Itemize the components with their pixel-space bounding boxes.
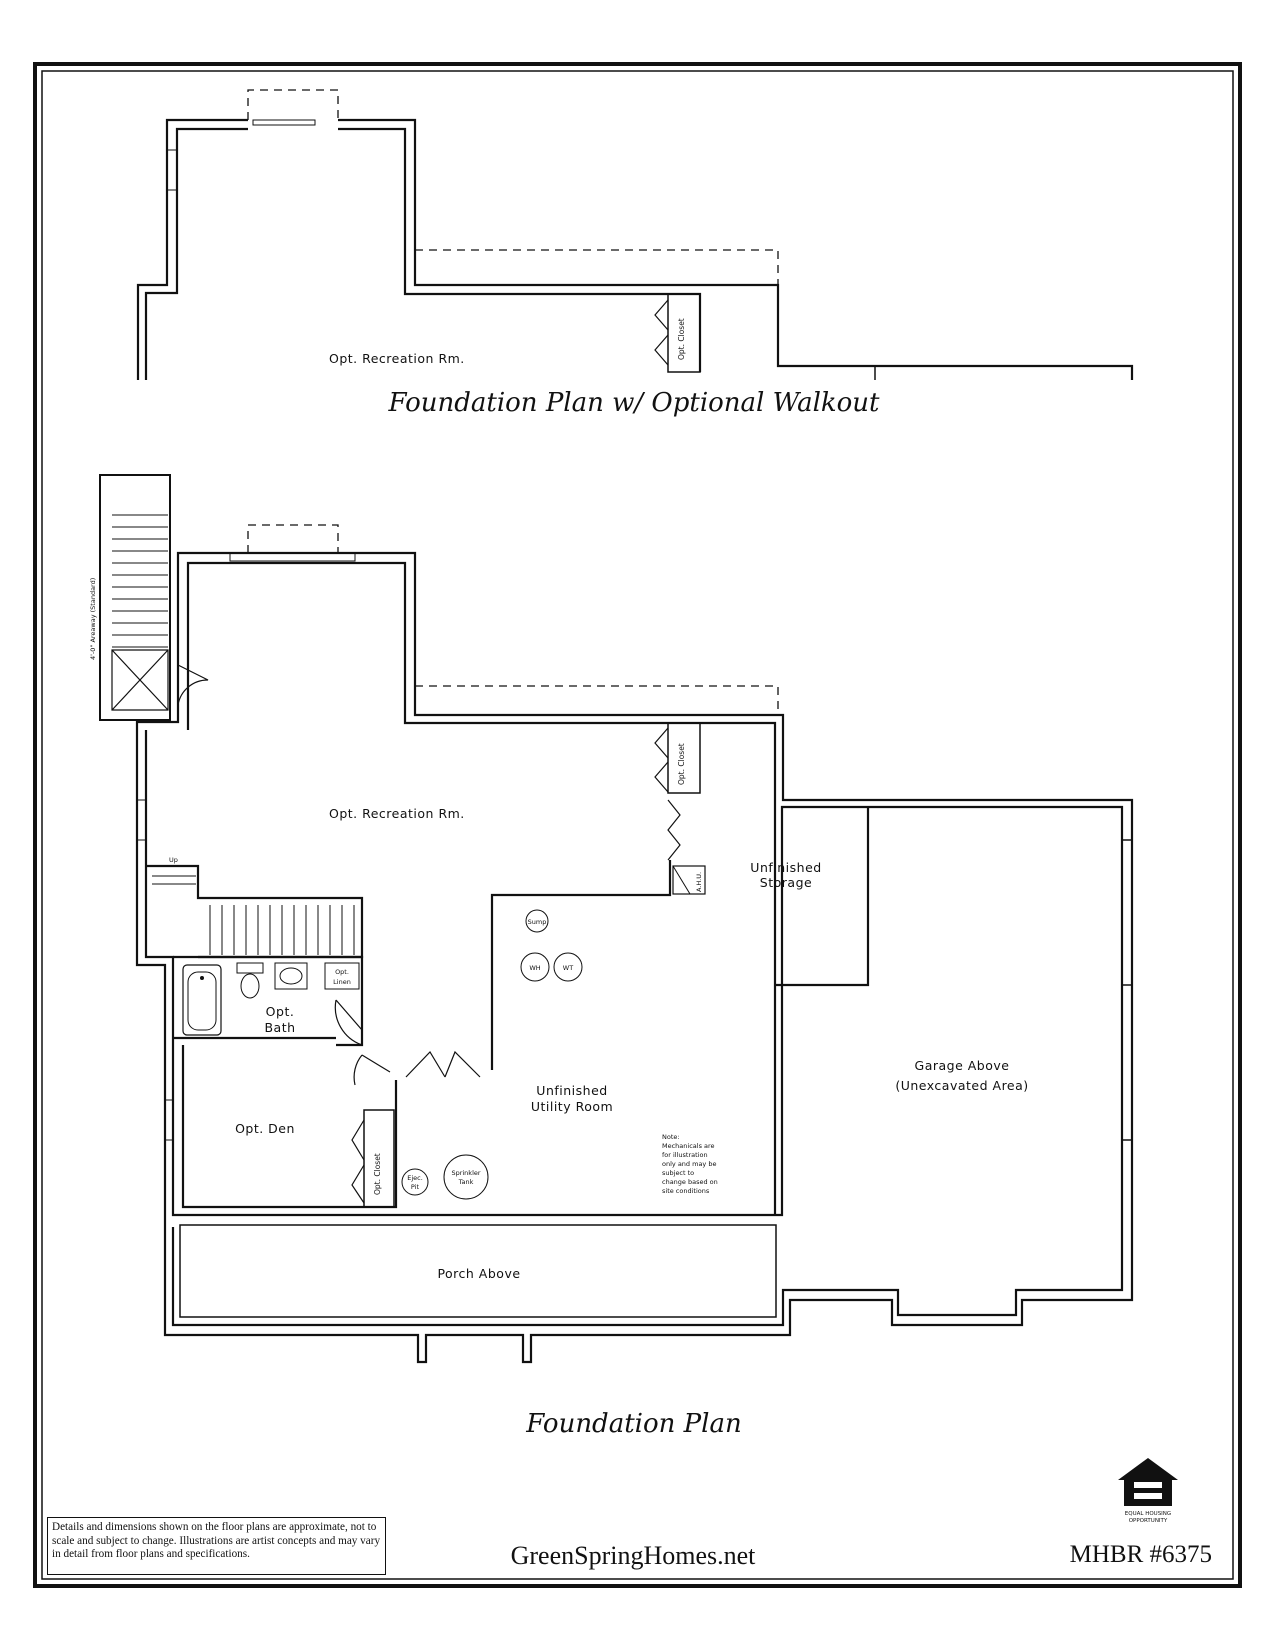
walkout-closet-doors: [654, 299, 669, 366]
linen-box: [324, 962, 360, 990]
foundation-window-top: [229, 552, 356, 562]
walkout-bay-dashed: [247, 89, 339, 120]
sprinkler-label-2: Tank: [458, 1178, 474, 1186]
areaway-door-swing: [177, 664, 209, 706]
foundation-exterior-wall: [135, 551, 1134, 1364]
toilet-tank: [236, 962, 264, 974]
rec-room-label: Opt. Recreation Rm.: [329, 806, 465, 821]
den-closet-doors: [351, 1119, 365, 1204]
areaway-landing: [111, 649, 169, 711]
storage-label-2: Storage: [760, 875, 812, 890]
walkout-rec-room-label: Opt. Recreation Rm.: [329, 351, 465, 366]
bath-label-1: Opt.: [266, 1004, 295, 1019]
garage-label-1: Garage Above: [915, 1058, 1010, 1073]
stair-up-label: Up: [169, 856, 178, 864]
bath-tub: [182, 964, 222, 1036]
storage-label-1: Unfinished: [750, 860, 821, 875]
ahu-diag: [672, 865, 691, 895]
porch-label: Porch Above: [437, 1266, 520, 1281]
areaway-treads: [112, 514, 168, 648]
wt-circle: [553, 952, 583, 982]
website-text: GreenSpringHomes.net: [511, 1541, 757, 1570]
wh-label: WH: [529, 964, 540, 972]
ejec-label-2: Pit: [411, 1183, 420, 1191]
den-label: Opt. Den: [235, 1121, 295, 1136]
sink-vanity: [274, 962, 308, 990]
svg-text:Mechanicals are: Mechanicals are: [662, 1142, 715, 1150]
linen-label-2: Linen: [333, 978, 351, 986]
sump-circle: [525, 909, 549, 933]
walkout-exterior-wall: [136, 118, 1134, 380]
utility-label-1: Unfinished: [536, 1083, 607, 1098]
areaway-label: 4'-0" Areaway (Standard): [89, 578, 97, 660]
mhbr-text: MHBR #6375: [1070, 1541, 1212, 1568]
ahu-label: A.H.U.: [695, 872, 703, 892]
walkout-closet-label: Opt. Closet: [677, 318, 686, 360]
den-closet-box: [363, 1109, 395, 1208]
svg-text:subject to: subject to: [662, 1169, 694, 1177]
walkout-window-left: [166, 149, 178, 191]
wh-circle: [520, 952, 550, 982]
utility-wall: [490, 807, 777, 1215]
ejec-circle: [401, 1168, 429, 1196]
sprinkler-label-1: Sprinkler: [451, 1169, 480, 1177]
walkout-interior-wall: [144, 127, 702, 380]
walkout-porch-dashed: [415, 249, 779, 285]
walkout-door-slider: [252, 119, 316, 126]
foundation-porch-dashed: [415, 685, 779, 715]
eho-text-1: EQUAL HOUSING: [1125, 1511, 1171, 1517]
ahu-box: [672, 865, 706, 895]
svg-text:for illustration: for illustration: [662, 1151, 708, 1159]
foundation-plan: 4'-0" Areaway (Standard) Opt. Closet A.H…: [89, 474, 1134, 1439]
sheet-border-outer: [33, 62, 1242, 1588]
garage-wall: [775, 807, 870, 987]
equal-housing-logo: EQUAL HOUSING OPPORTUNITY: [1118, 1458, 1178, 1524]
storage-bifold: [667, 799, 681, 861]
disclaimer-box: Details and dimensions shown on the floo…: [47, 1517, 386, 1575]
garage-wall-ticks: [1122, 839, 1132, 1141]
stair-treads: [152, 875, 355, 955]
walkout-closet-box: [667, 293, 701, 373]
bath-label-2: Bath: [264, 1020, 295, 1035]
rec-closet-doors: [654, 727, 669, 793]
wt-label: WT: [563, 964, 573, 972]
utility-bifold: [405, 1050, 481, 1078]
toilet-bowl: [240, 973, 260, 999]
mechanicals-note: Note: Mechanicals are for illustration o…: [662, 1133, 718, 1195]
den-window: [164, 1099, 174, 1141]
linen-label-1: Opt.: [335, 968, 349, 976]
rec-closet-label: Opt. Closet: [677, 743, 686, 785]
svg-text:site conditions: site conditions: [662, 1187, 710, 1195]
areaway-stair-box: [99, 474, 171, 721]
foundation-bay-dashed: [247, 524, 339, 553]
den-closet-label: Opt. Closet: [373, 1153, 382, 1195]
foundation-window-left: [136, 799, 147, 841]
garage-label-2: (Unexcavated Area): [895, 1078, 1028, 1093]
porch-box: [179, 1224, 777, 1318]
den-door-swing: [353, 1054, 391, 1086]
svg-text:only and may be: only and may be: [662, 1160, 716, 1168]
bath-tub-inner: [187, 971, 217, 1031]
bath-walls: [173, 955, 364, 1047]
svg-text:Note:: Note:: [662, 1133, 680, 1141]
sump-label: Sump: [528, 918, 547, 926]
walkout-plan: Opt. Closet Opt. Recreation Rm. Foundati…: [136, 89, 1134, 418]
bath-door-swing: [334, 999, 363, 1046]
svg-text:change based on: change based on: [662, 1178, 718, 1186]
eho-text-2: OPPORTUNITY: [1129, 1518, 1168, 1524]
sheet-border-inner: [41, 70, 1234, 1580]
sprinkler-circle: [443, 1154, 489, 1200]
walkout-plan-title: Foundation Plan w/ Optional Walkout: [387, 388, 880, 418]
foundation-rec-inner: [186, 561, 777, 807]
foundation-plan-title: Foundation Plan: [525, 1409, 741, 1439]
sink-basin: [279, 967, 303, 985]
tub-drain: [200, 976, 204, 980]
utility-label-2: Utility Room: [531, 1099, 613, 1114]
ejec-label-1: Ejec.: [407, 1174, 423, 1182]
